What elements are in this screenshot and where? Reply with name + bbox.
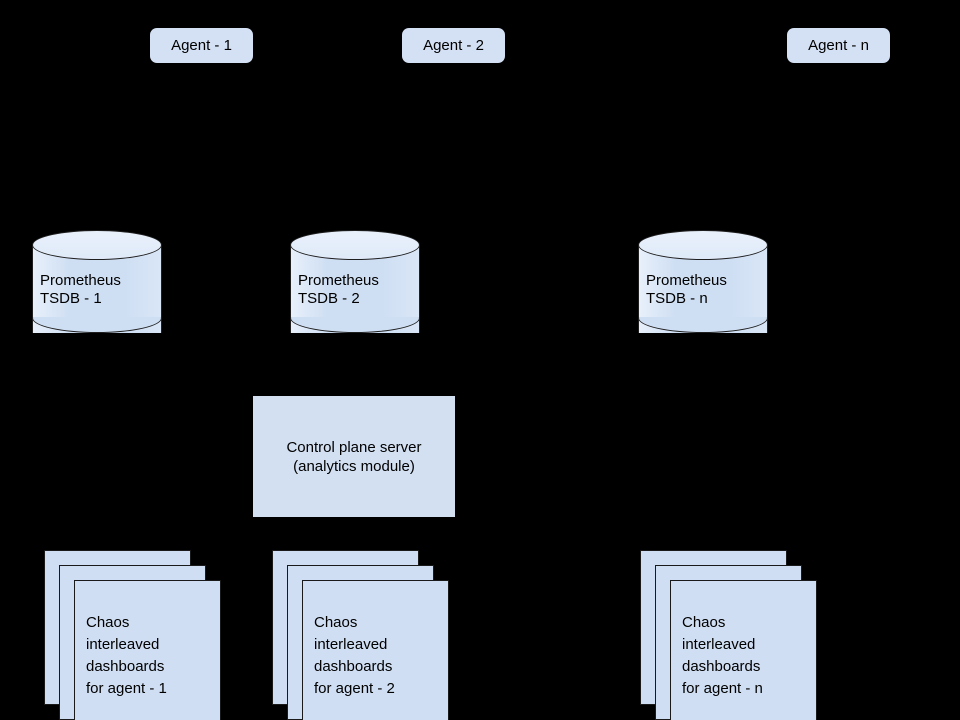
database-cylinder-n[interactable]: Prometheus TSDB - n — [638, 230, 768, 348]
agent-box-n[interactable]: Agent - n — [787, 28, 890, 63]
database-cylinder-1[interactable]: Prometheus TSDB - 1 — [32, 230, 162, 348]
agent-label-2: Agent - 2 — [423, 37, 484, 54]
dashboard-card-front — [302, 580, 449, 720]
dashboard-card-front — [670, 580, 817, 720]
edge-tsdbn-to-control-plane — [353, 348, 704, 394]
dashboard-label-n: Chaos interleaved dashboards for agent -… — [682, 614, 763, 697]
dashboard-stack-n[interactable]: Chaos interleaved dashboards for agent -… — [640, 550, 820, 720]
cylinder-top-icon — [638, 230, 768, 260]
edge-tsdb1-to-control-plane — [96, 348, 357, 394]
dashboard-label-1: Chaos interleaved dashboards for agent -… — [86, 614, 167, 697]
database-label-n: Prometheus TSDB - n — [646, 272, 727, 307]
dashboard-card-front — [74, 580, 221, 720]
edge-agentn-to-tsdbn — [705, 62, 839, 229]
control-plane-server-label: Control plane server (analytics module) — [286, 438, 422, 475]
edge-agent2-to-tsdb2 — [355, 62, 454, 229]
cylinder-top-icon — [290, 230, 420, 260]
control-plane-server-box[interactable]: Control plane server (analytics module) — [253, 396, 455, 517]
edge-agent1-to-tsdb1 — [96, 62, 202, 229]
agent-box-2[interactable]: Agent - 2 — [402, 28, 505, 63]
agent-label-1: Agent - 1 — [171, 37, 232, 54]
database-cylinder-2[interactable]: Prometheus TSDB - 2 — [290, 230, 420, 348]
agent-label-n: Agent - n — [808, 37, 869, 54]
database-label-2: Prometheus TSDB - 2 — [298, 272, 379, 307]
agent-box-1[interactable]: Agent - 1 — [150, 28, 253, 63]
database-label-1: Prometheus TSDB - 1 — [40, 272, 121, 307]
dashboard-stack-1[interactable]: Chaos interleaved dashboards for agent -… — [44, 550, 224, 720]
cylinder-top-icon — [32, 230, 162, 260]
dashboard-label-2: Chaos interleaved dashboards for agent -… — [314, 614, 395, 697]
dashboard-stack-2[interactable]: Chaos interleaved dashboards for agent -… — [272, 550, 452, 720]
